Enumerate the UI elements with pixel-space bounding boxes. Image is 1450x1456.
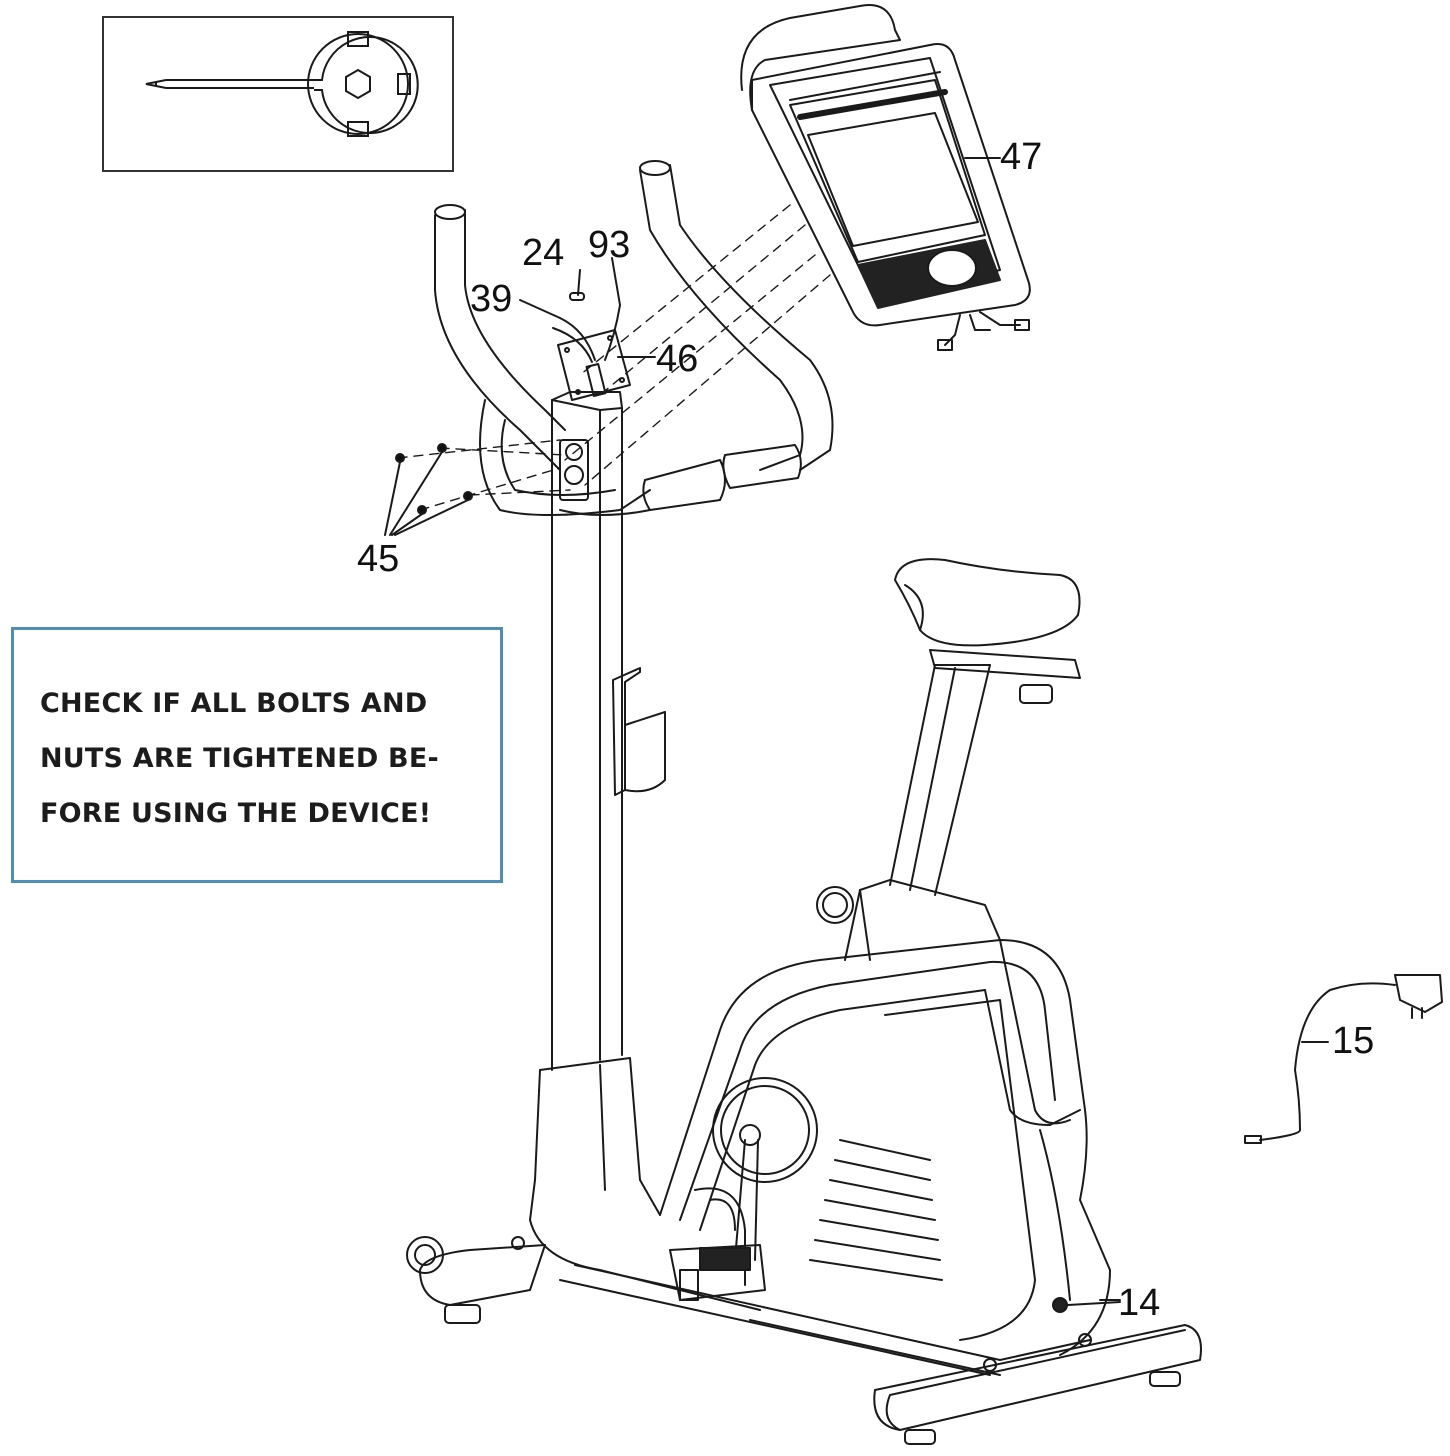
- tool-inset-box: [102, 16, 454, 172]
- label-leaders: [519, 157, 1121, 1301]
- handlebar-assembly: [434, 160, 834, 516]
- label-93: 93: [588, 224, 631, 266]
- label-46: 46: [656, 338, 699, 380]
- screwdriver-wrench-icon: [145, 31, 419, 137]
- warning-box: CHECK IF ALL BOLTS AND NUTS ARE TIGHTENE…: [11, 627, 503, 883]
- label-24: 24: [522, 232, 565, 274]
- console-unit: [740, 4, 1031, 351]
- bike-frame: [406, 558, 1202, 1445]
- label-47: 47: [1000, 136, 1043, 178]
- mast-column: [551, 292, 666, 1071]
- label-45: 45: [357, 538, 400, 580]
- warning-line-3: FORE USING THE DEVICE!: [40, 798, 432, 829]
- label-14: 14: [1118, 1282, 1161, 1324]
- warning-line-1: CHECK IF ALL BOLTS AND: [40, 688, 428, 719]
- label-39: 39: [470, 278, 513, 320]
- bolts-45: [384, 443, 473, 536]
- label-15: 15: [1332, 1020, 1375, 1062]
- power-adapter-icon: [1244, 974, 1443, 1144]
- warning-line-2: NUTS ARE TIGHTENED BE-: [40, 743, 439, 774]
